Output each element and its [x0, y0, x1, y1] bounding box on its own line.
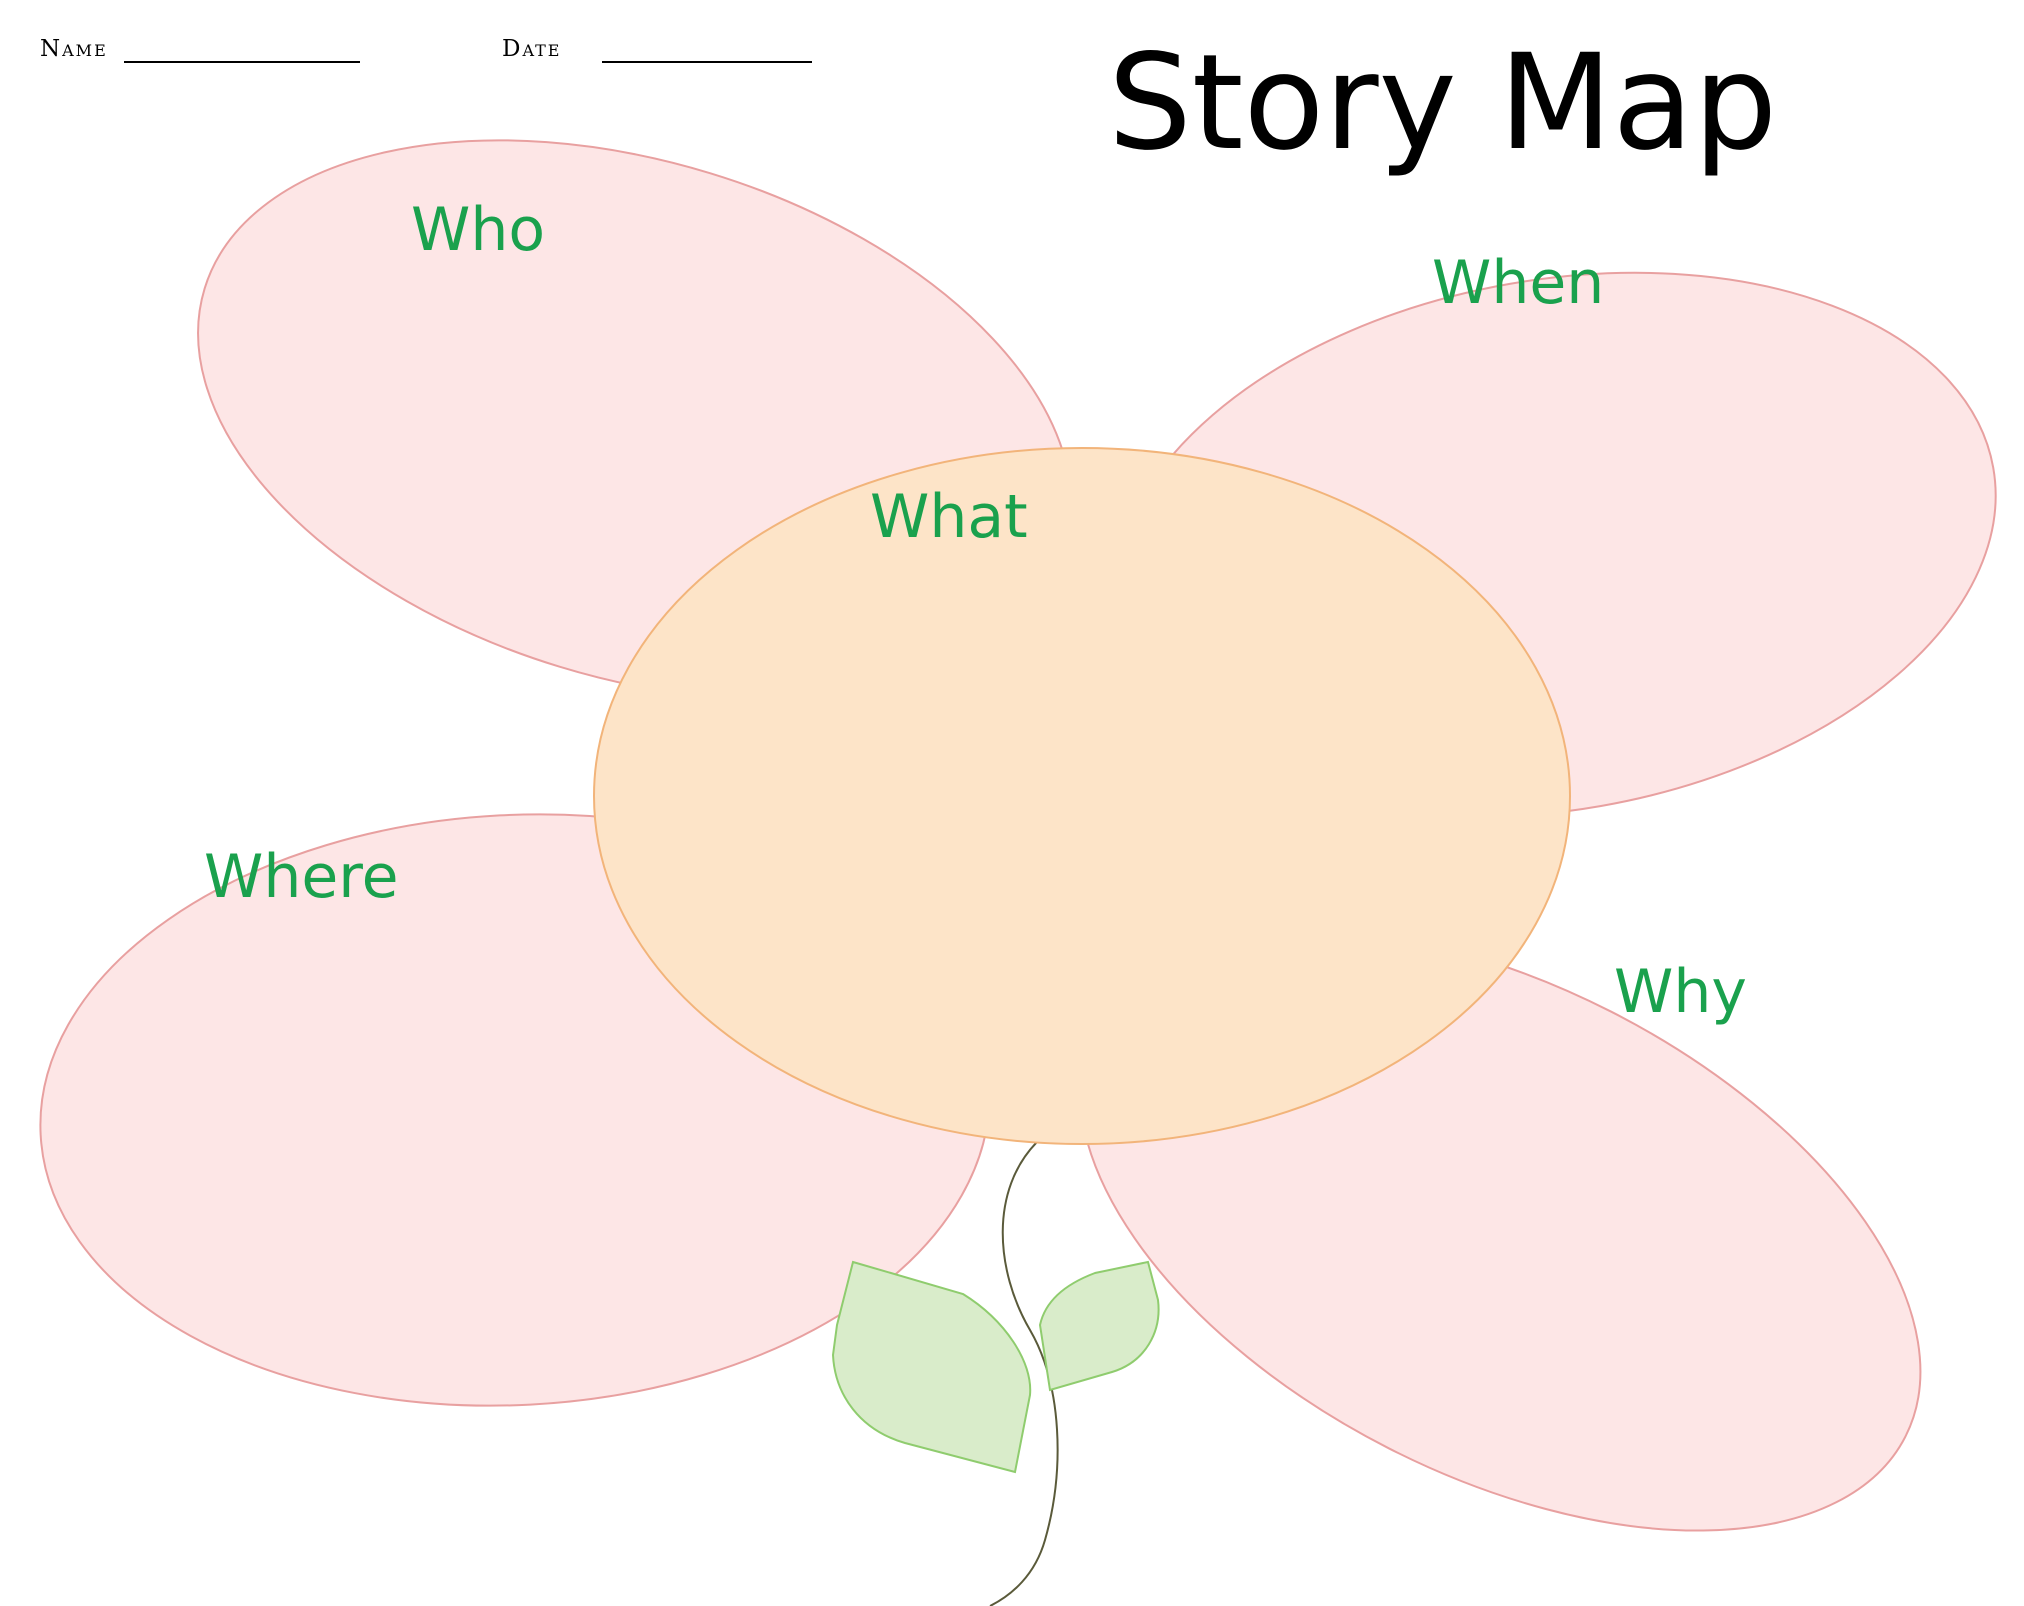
where-label: Where [204, 842, 399, 912]
date-blank-line[interactable] [602, 61, 812, 63]
left-leaf [831, 1260, 1032, 1474]
why-label: Why [1614, 957, 1747, 1027]
stem-line [989, 1141, 1059, 1606]
what-center-circle[interactable] [593, 447, 1571, 1145]
when-label: When [1432, 248, 1605, 318]
name-blank-line[interactable] [124, 61, 360, 63]
who-label: Who [411, 195, 546, 265]
name-label: Name [40, 36, 108, 62]
date-label: Date [502, 36, 562, 62]
page-title: Story Map [1108, 26, 1778, 180]
what-label: What [870, 482, 1028, 552]
right-leaf [1038, 1260, 1160, 1392]
